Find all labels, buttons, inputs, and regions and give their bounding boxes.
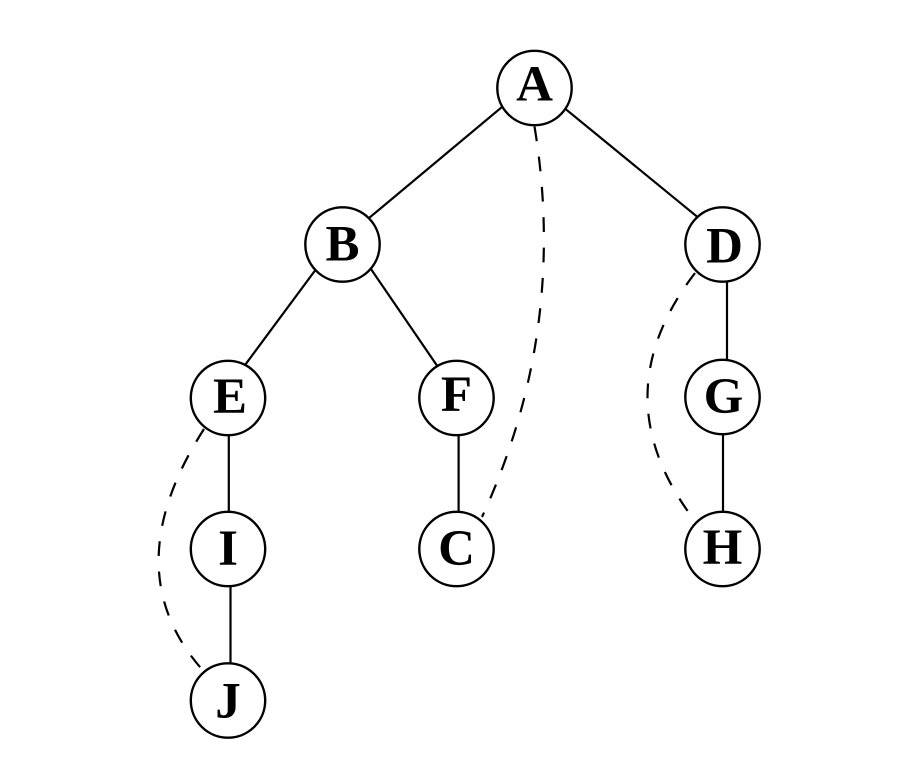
node-J-circle [189, 662, 267, 739]
node-E-label: E [213, 369, 247, 425]
node-F-circle [418, 359, 495, 437]
node-I-label: I [218, 521, 238, 577]
node-C: C [418, 510, 495, 588]
node-F: F [418, 359, 495, 437]
edge-B-F-solid [365, 261, 444, 376]
node-C-circle [418, 510, 495, 588]
node-D-circle [684, 206, 761, 283]
node-B-label: B [325, 217, 359, 273]
node-A-circle [496, 49, 573, 127]
node-I-circle [189, 510, 267, 588]
node-A-label: A [516, 57, 553, 113]
node-J: J [189, 662, 267, 739]
node-D-label: D [706, 219, 743, 275]
edge-B-E-solid [239, 260, 323, 373]
node-G-label: G [704, 369, 744, 425]
node-C-label: C [438, 521, 475, 577]
edge-A-D-solid [560, 104, 703, 222]
node-H-circle [684, 510, 761, 588]
node-E: E [189, 359, 267, 437]
node-H-label: H [703, 520, 743, 576]
edge-A-B-solid [363, 101, 508, 224]
node-B: B [304, 206, 381, 283]
node-G-circle [684, 358, 761, 436]
edge-E-J-dashed [157, 428, 205, 671]
edge-A-C-dashed [481, 126, 545, 518]
node-H: H [684, 510, 761, 588]
node-F-label: F [441, 367, 472, 423]
node-D: D [684, 206, 761, 283]
node-I: I [189, 510, 267, 588]
edge-D-H-dashed [646, 272, 696, 522]
node-A: A [496, 49, 573, 127]
node-G: G [684, 358, 761, 436]
node-J-label: J [215, 674, 241, 730]
node-B-circle [304, 206, 381, 283]
node-E-circle [189, 359, 267, 437]
